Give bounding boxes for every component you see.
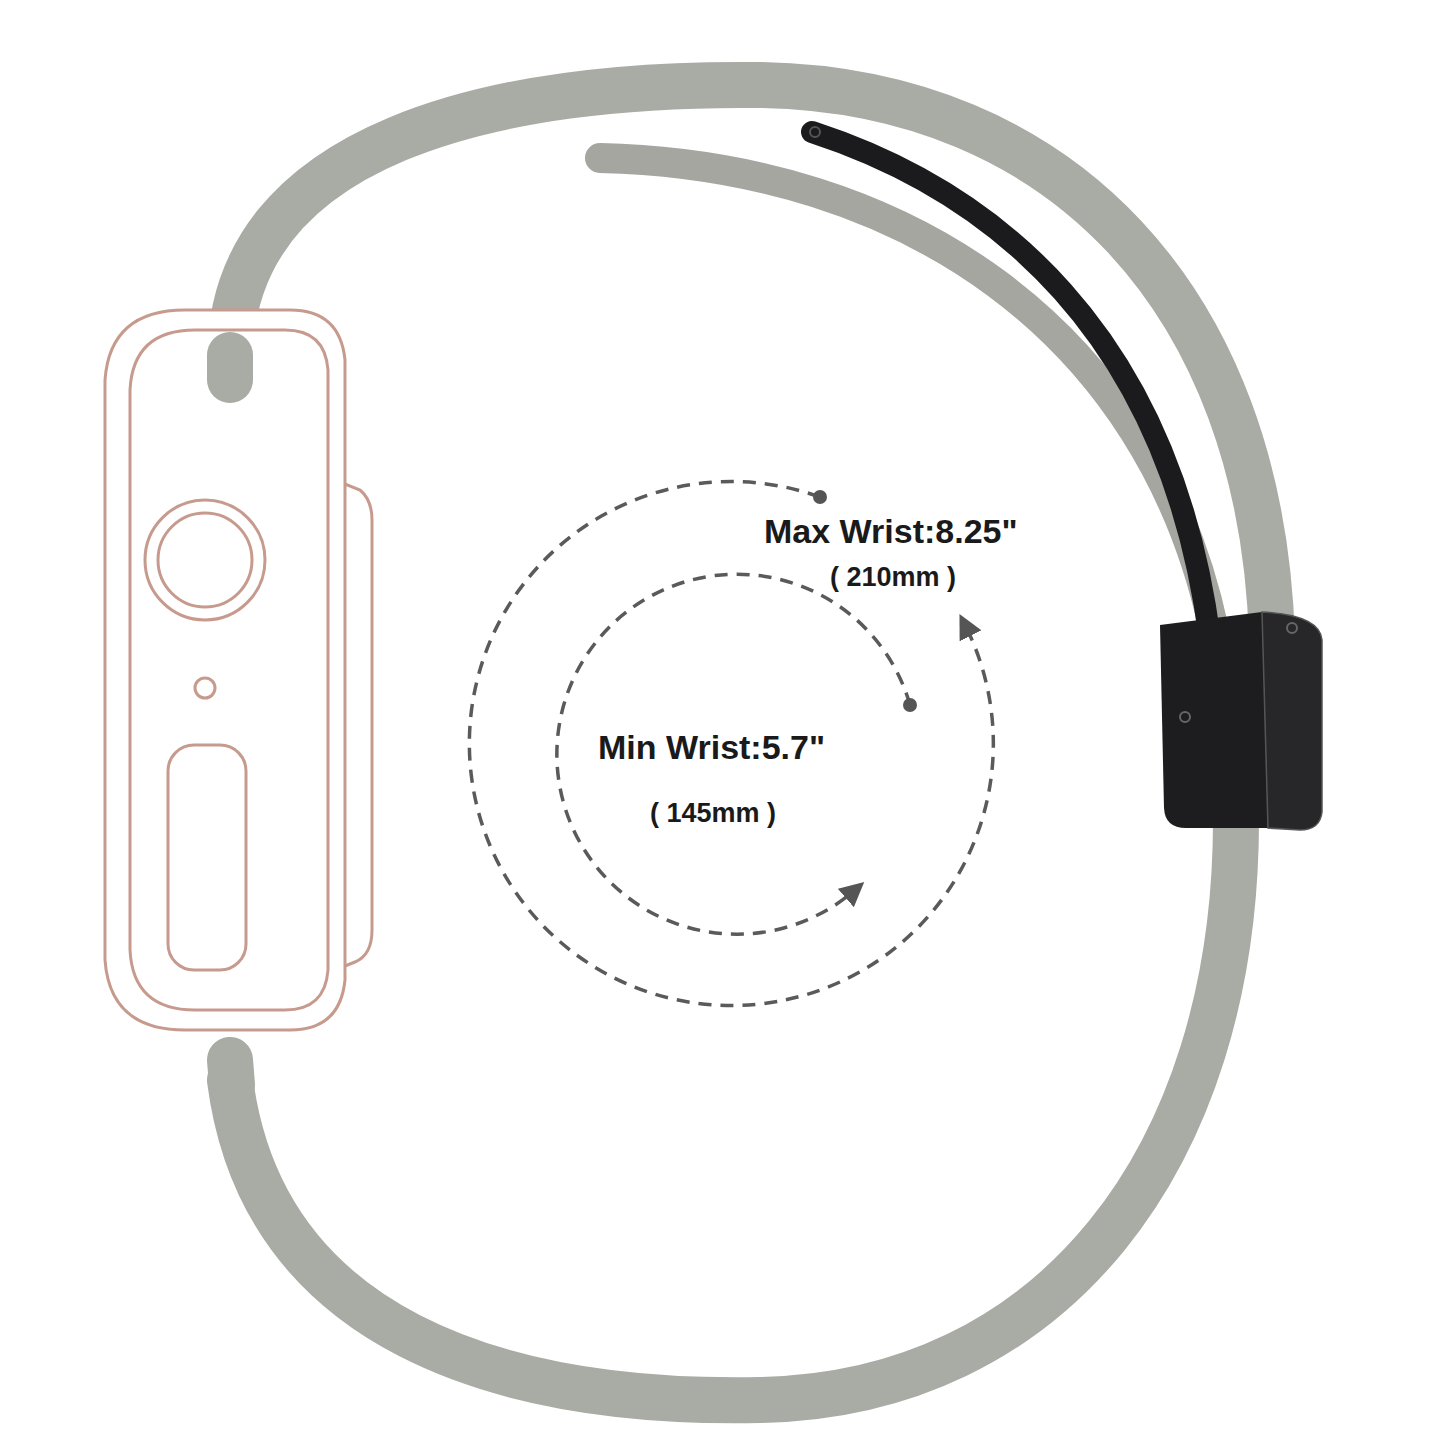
wrist-size-label: Max Wrist:8.25" [760,512,1022,551]
watch-outline [105,310,372,1030]
lower-strap [230,820,1236,1400]
metric-size-label: ( 145mm ) [646,798,780,829]
strap-tail [600,158,1214,630]
size-arrows [469,482,993,1006]
upper-strap [230,85,1272,640]
wrist-size-label: Min Wrist:5.7" [594,728,829,767]
clasp-bar [812,132,1210,640]
metric-size-label: ( 210mm ) [826,562,960,593]
clasp [1160,612,1322,830]
